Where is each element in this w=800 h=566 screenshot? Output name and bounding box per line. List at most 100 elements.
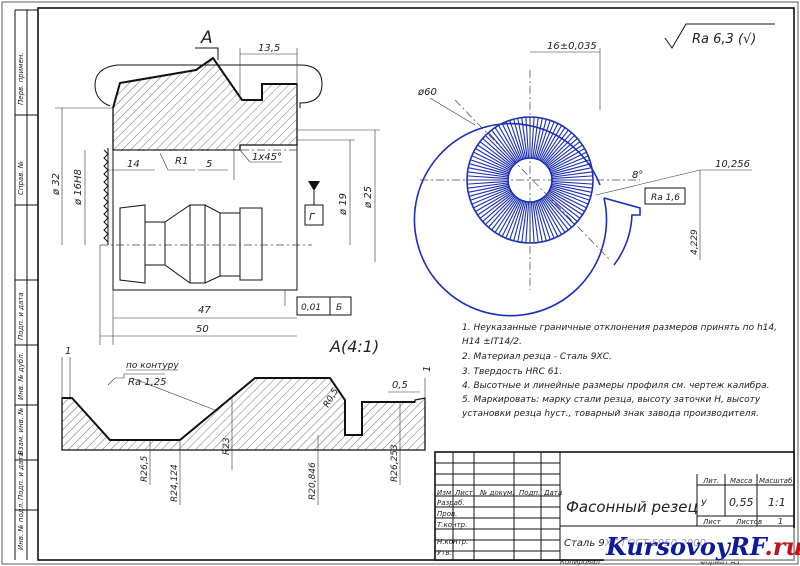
ra-125: Ra 1,25: [128, 377, 167, 388]
knurl-tick: [549, 151, 587, 171]
knurl-tick: [550, 187, 589, 205]
knurl-tick: [475, 148, 512, 170]
knurl-tick: [548, 148, 585, 170]
mass-value: 0,55: [729, 496, 754, 509]
detail-title: A(4:1): [329, 337, 379, 356]
knurl-tick: [498, 198, 520, 235]
knurl-tick: [551, 175, 593, 180]
side-label-4: Инв. № дубл.: [17, 352, 25, 400]
knurl-tick: [549, 189, 587, 209]
dim-47: 47: [198, 305, 211, 316]
knurl-tick: [521, 117, 528, 159]
ra-16: Ra 1,6: [651, 193, 680, 203]
knurl-tick: [479, 141, 513, 168]
knurl-tick: [498, 125, 520, 162]
note-5: 5. Маркировать: марку стали резца, высот…: [462, 395, 761, 405]
knurl-tick: [471, 187, 510, 205]
knurl-tick: [551, 163, 591, 175]
knurl-tick: [544, 196, 572, 228]
knurl-tick: [468, 167, 509, 177]
knurl-tick: [494, 127, 519, 163]
knurl-tick: [541, 127, 566, 163]
knurl-tick: [473, 189, 511, 209]
knurl-tick: [551, 171, 593, 178]
knurl-tick: [513, 119, 525, 159]
knurl-tick: [550, 155, 589, 173]
dim-14: 14: [127, 159, 140, 170]
radius-2: R24,124: [170, 464, 180, 502]
knurl-tick: [547, 144, 583, 169]
knurl-tick: [479, 192, 513, 219]
knurl-tick: [537, 121, 555, 160]
knurl-tick: [467, 180, 509, 185]
side-label-2: Подп. и дата: [17, 452, 25, 500]
sheets-label: Листов: [735, 518, 762, 526]
dim-dia-32: ø 32: [51, 173, 62, 196]
knurl-tick: [505, 200, 523, 239]
knurl-tick: [536, 120, 551, 160]
scale-label: Масштаб: [759, 477, 793, 485]
knurl-tick: [482, 138, 514, 166]
knurl-tick: [539, 199, 559, 237]
profile-edge: [112, 56, 297, 109]
sheet-label: Лист: [702, 518, 722, 526]
knurl-tick: [540, 198, 562, 235]
knurl-tick: [551, 185, 591, 197]
technical-notes: 1. Неуказанные граничные отклонения разм…: [461, 323, 777, 419]
knurl-tick: [544, 132, 572, 164]
knurl-tick: [513, 201, 525, 241]
angle-8: 8°: [632, 170, 643, 181]
knurl-tick: [469, 163, 509, 175]
dim-dia-25: ø 25: [363, 186, 374, 209]
watermark: KursovoyRF.ru: [604, 528, 800, 562]
knurl-tick: [532, 201, 539, 243]
radius-5: R26,253: [390, 444, 400, 482]
knurl-tick: [525, 117, 530, 159]
knurl-tick: [485, 195, 515, 225]
contour-note: по контуру: [126, 361, 179, 371]
knurl-tick: [547, 192, 581, 219]
section-hatch: [112, 57, 298, 151]
knurl-tick: [535, 201, 547, 241]
knurl-tick: [535, 119, 547, 159]
knurl-tick: [546, 138, 578, 166]
knurl-tick: [551, 183, 592, 193]
col-header-doc: № докум.: [479, 489, 515, 497]
left-margin-strip: Инв. № подл. Подп. и дата Взам. инв. № И…: [14, 9, 38, 560]
knurl-tick: [491, 197, 518, 231]
watermark-main: KursovoyRF.ru: [605, 532, 800, 561]
dim-4229: 4,229: [690, 229, 700, 255]
knurl-tick: [468, 183, 509, 193]
note-2: 2. Материал резца - Сталь 9ХС.: [462, 352, 612, 362]
surface-finish-text: Ra 6,3 (√): [692, 32, 756, 47]
tolerance-datum: Б: [336, 303, 342, 313]
note-3: 3. Твердость HRC 61.: [462, 367, 562, 377]
row-label-tcontr: Т.контр.: [437, 521, 467, 529]
datum-g: Г: [309, 212, 316, 223]
radius-3: R23: [222, 437, 232, 455]
knurl-tick: [539, 123, 559, 161]
dim-5: 5: [206, 159, 212, 170]
knurl-tick: [509, 200, 524, 240]
knurl-tick: [505, 121, 523, 160]
knurl-tick: [550, 159, 590, 174]
knurl-tick: [540, 125, 562, 162]
knurl-tick: [537, 200, 555, 239]
knurl-tick: [525, 201, 530, 243]
knurl-tick: [551, 180, 593, 185]
side-label-1: Инв. № подл.: [17, 502, 25, 550]
main-view: A 13,5 ø 32 ø 16H8 14 R1 5 1x45° ø 19 ø …: [51, 28, 380, 345]
knurl-tick: [532, 117, 539, 159]
section-letter: A: [200, 28, 213, 48]
dim-dia-19: ø 19: [338, 193, 349, 216]
knurl-tick: [533, 201, 543, 242]
side-label-6: Перв. примен.: [17, 52, 25, 105]
knurl-tick: [488, 196, 516, 228]
disc-outline: [413, 122, 608, 317]
knurl-tick: [542, 197, 569, 231]
col-header-list: Лист: [454, 489, 474, 497]
knurl-tick: [546, 194, 578, 222]
knurl-tick: [494, 197, 519, 233]
knurl-tick: [533, 118, 543, 159]
